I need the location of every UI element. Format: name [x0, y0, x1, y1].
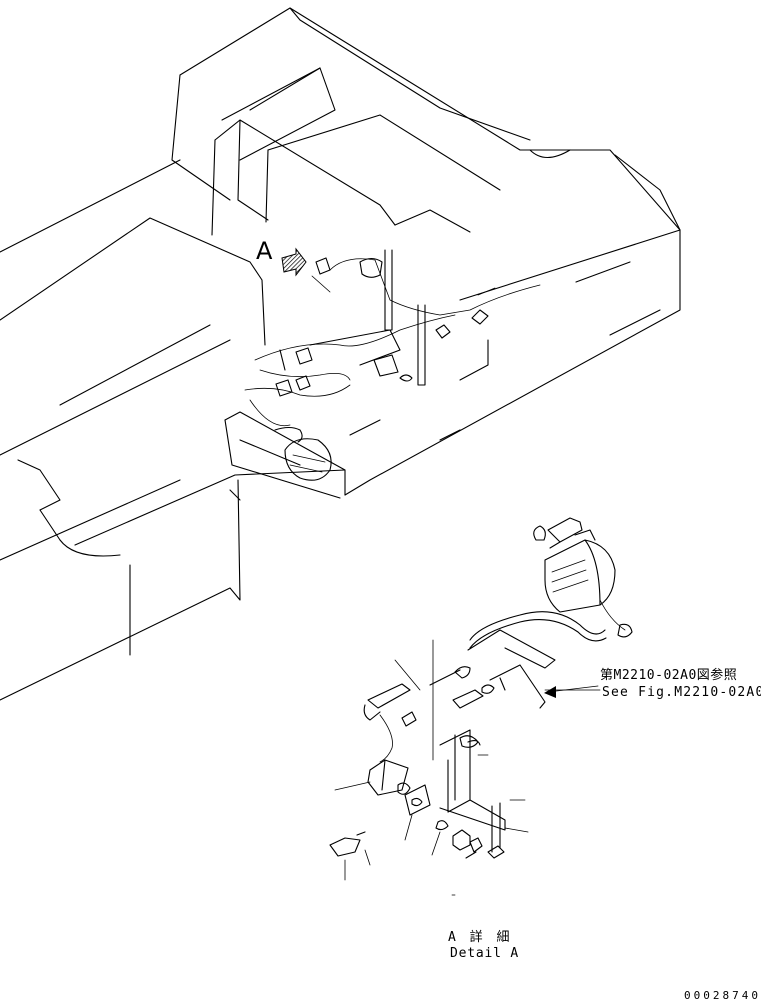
- detail-a-exploded-view: [329, 517, 633, 896]
- detail-caption-english: Detail A: [450, 946, 520, 961]
- view-a-marker: A: [256, 237, 273, 265]
- document-number: 00028740: [684, 989, 761, 1002]
- detail-caption-japanese: A 詳 細: [448, 930, 513, 945]
- reference-note-japanese: 第M2210-02A0図参照: [600, 668, 738, 683]
- reference-note-english: See Fig.M2210-02A0: [602, 685, 761, 700]
- machine-body: [0, 7, 681, 701]
